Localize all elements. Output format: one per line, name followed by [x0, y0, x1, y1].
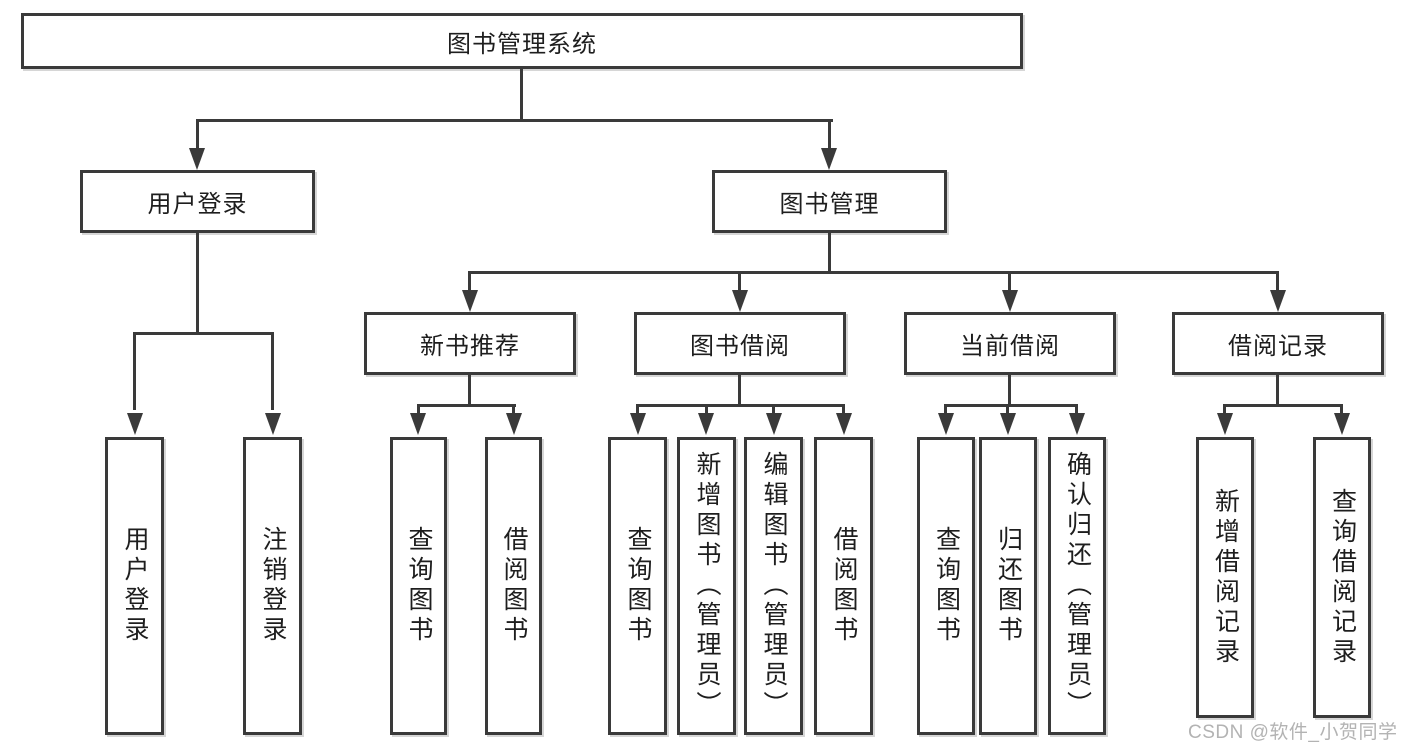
node-label: 查询图书: [624, 526, 652, 646]
node-label: 新增借阅记录: [1211, 487, 1240, 668]
connector-stem: [468, 271, 471, 291]
arrow-down-icon: [1002, 290, 1018, 312]
connector-stem: [512, 404, 515, 414]
arrow-down-icon: [938, 413, 954, 435]
node-book-management: 图书管理: [712, 170, 947, 233]
connector-stem: [842, 404, 845, 414]
leaf-query-books-current: 查询图书: [917, 437, 975, 735]
connector-branch: [417, 404, 516, 407]
connector-stem: [738, 271, 741, 291]
node-label: 图书管理: [779, 191, 880, 218]
connector-stem: [271, 332, 274, 410]
connector-stem: [133, 332, 136, 410]
node-label: 查询图书: [932, 526, 961, 646]
connector-stub: [1008, 375, 1011, 406]
connector-root-branch: [196, 119, 833, 122]
node-new-book-recommend: 新书推荐: [364, 312, 576, 375]
connector-bookmgmt-branch: [468, 271, 1279, 274]
csdn-watermark: CSDN @软件_小贺同学: [1188, 722, 1398, 743]
connector-userlogin-branch: [133, 332, 274, 335]
leaf-query-books-recommend: 查询图书: [390, 437, 447, 735]
node-label: 编辑图书（管理员）: [760, 451, 788, 721]
arrow-down-icon: [410, 413, 426, 435]
connector-stem: [828, 119, 831, 150]
connector-stem: [1340, 404, 1343, 414]
node-label: 当前借阅: [960, 333, 1060, 360]
node-borrowing-records: 借阅记录: [1172, 312, 1384, 375]
leaf-logout: 注销登录: [243, 437, 302, 735]
leaf-confirm-return-admin: 确认归还（管理员）: [1048, 437, 1106, 735]
leaf-edit-book-admin: 编辑图书（管理员）: [744, 437, 803, 735]
node-label: 归还图书: [994, 526, 1023, 646]
connector-stem: [417, 404, 420, 414]
node-label: 图书借阅: [690, 333, 790, 360]
arrow-down-icon: [821, 148, 837, 170]
connector-stem: [1006, 404, 1009, 414]
node-label: 借阅图书: [830, 526, 858, 646]
arrow-down-icon: [836, 413, 852, 435]
node-label: 图书管理系统: [447, 30, 597, 58]
arrow-down-icon: [1217, 413, 1233, 435]
node-root-library-system: 图书管理系统: [21, 13, 1023, 69]
leaf-borrow-books-recommend: 借阅图书: [485, 437, 542, 735]
arrow-down-icon: [766, 413, 782, 435]
arrow-down-icon: [127, 413, 143, 435]
arrow-down-icon: [462, 290, 478, 312]
connector-bookmgmt-stub: [828, 233, 831, 273]
connector-stem: [1008, 271, 1011, 291]
connector-stem: [705, 404, 708, 414]
connector-stem: [772, 404, 775, 414]
leaf-borrow-books: 借阅图书: [814, 437, 873, 735]
node-label: 新增图书（管理员）: [693, 451, 721, 721]
connector-root-stub: [520, 69, 523, 122]
node-label: 用户登录: [147, 191, 248, 218]
connector-stub: [468, 375, 471, 406]
arrow-down-icon: [189, 148, 205, 170]
connector-stub: [738, 375, 741, 406]
node-label: 借阅记录: [1228, 333, 1328, 360]
leaf-query-books-borrowing: 查询图书: [608, 437, 667, 735]
arrow-down-icon: [506, 413, 522, 435]
connector-stem: [944, 404, 947, 414]
node-label: 查询图书: [405, 526, 433, 646]
arrow-down-icon: [732, 290, 748, 312]
leaf-add-borrow-record: 新增借阅记录: [1196, 437, 1254, 718]
leaf-return-book: 归还图书: [979, 437, 1037, 735]
arrow-down-icon: [265, 413, 281, 435]
leaf-add-book-admin: 新增图书（管理员）: [677, 437, 736, 735]
node-user-login: 用户登录: [80, 170, 315, 233]
node-label: 新书推荐: [420, 333, 520, 360]
leaf-user-login: 用户登录: [105, 437, 164, 735]
connector-stub: [1276, 375, 1279, 406]
arrow-down-icon: [1270, 290, 1286, 312]
node-label: 借阅图书: [500, 526, 528, 646]
connector-stem: [1075, 404, 1078, 414]
leaf-query-borrow-record: 查询借阅记录: [1313, 437, 1371, 718]
node-label: 确认归还（管理员）: [1063, 451, 1092, 721]
connector-stem: [636, 404, 639, 414]
arrow-down-icon: [698, 413, 714, 435]
node-current-borrowing: 当前借阅: [904, 312, 1116, 375]
arrow-down-icon: [630, 413, 646, 435]
connector-branch: [636, 404, 845, 407]
connector-stem: [196, 119, 199, 150]
node-label: 查询借阅记录: [1328, 487, 1357, 668]
arrow-down-icon: [1000, 413, 1016, 435]
connector-branch: [1223, 404, 1343, 407]
node-label: 用户登录: [121, 526, 149, 646]
node-book-borrowing: 图书借阅: [634, 312, 846, 375]
node-label: 注销登录: [259, 526, 287, 646]
connector-stem: [1276, 271, 1279, 291]
arrow-down-icon: [1069, 413, 1085, 435]
connector-branch: [944, 404, 1078, 407]
connector-stem: [1223, 404, 1226, 414]
connector-userlogin-stub: [196, 233, 199, 334]
arrow-down-icon: [1334, 413, 1350, 435]
